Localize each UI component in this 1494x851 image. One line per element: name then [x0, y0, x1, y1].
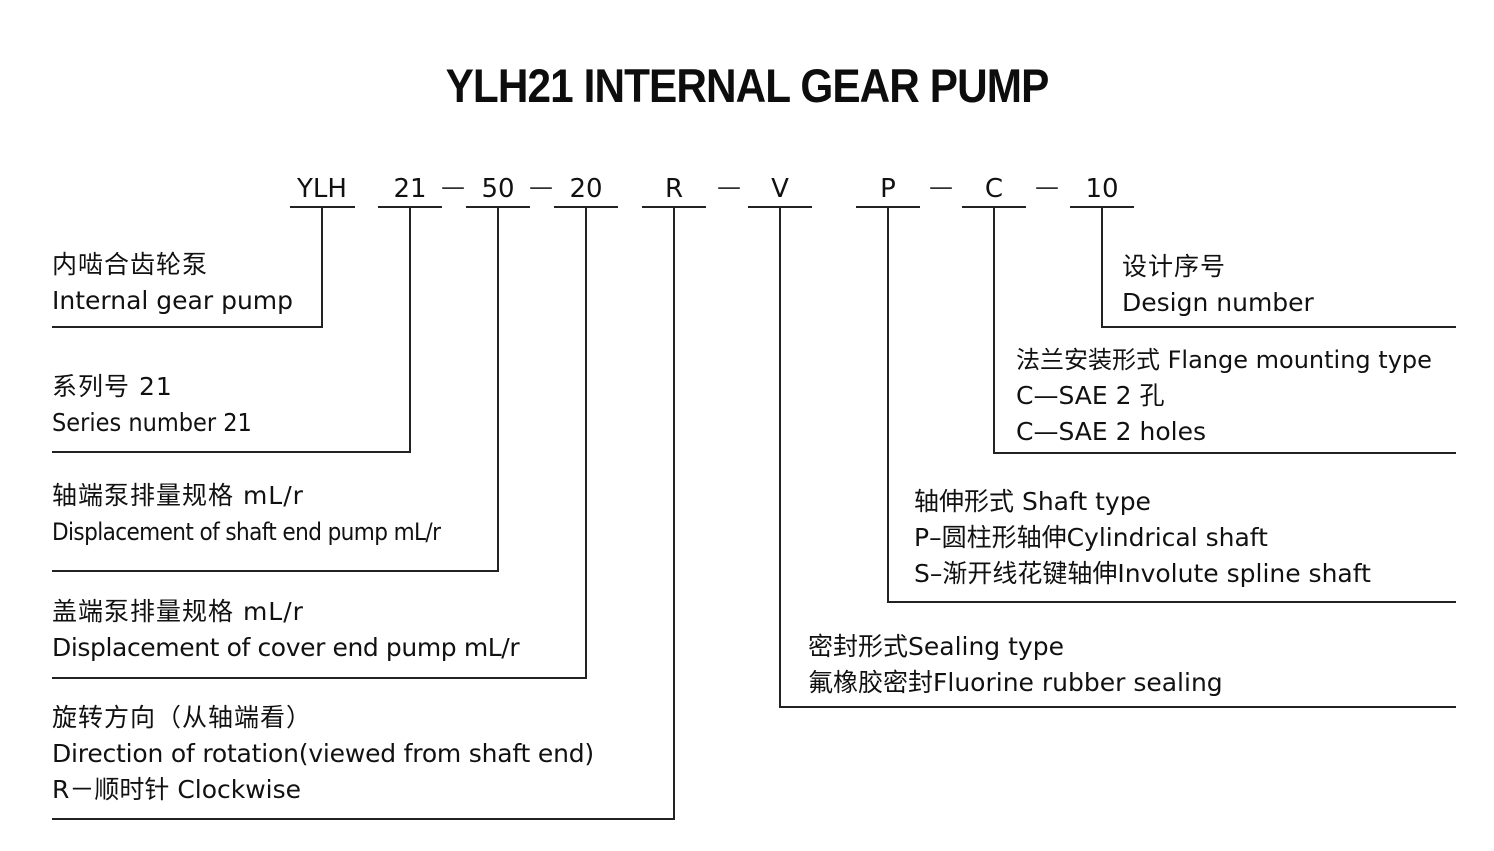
- connector-cover-disp: [52, 207, 587, 679]
- desc-rotation-en: Direction of rotation(viewed from shaft …: [52, 739, 594, 768]
- desc-rotation: 旋转方向（从轴端看） Direction of rotation(viewed …: [52, 700, 594, 808]
- desc-series-cn: 系列号 21: [52, 372, 173, 401]
- separator-2: —: [529, 173, 553, 201]
- desc-shaft-disp-cn: 轴端泵排量规格 mL/r: [52, 481, 304, 510]
- connector-series: [52, 207, 411, 453]
- connector-design: [1101, 207, 1456, 328]
- desc-design-en: Design number: [1122, 288, 1314, 317]
- desc-seal-line2: 氟橡胶密封Fluorine rubber sealing: [808, 668, 1223, 697]
- separator-4: —: [929, 173, 953, 201]
- code-rotation: R: [664, 174, 684, 204]
- desc-shaft-type: 轴伸形式 Shaft type P–圆柱形轴伸Cylindrical shaft…: [914, 484, 1371, 592]
- diagram-title: YLH21 INTERNAL GEAR PUMP: [445, 59, 1050, 112]
- connector-flange: [993, 207, 1456, 454]
- desc-cover-disp-en: Displacement of cover end pump mL/r: [52, 633, 520, 662]
- desc-series-en: Series number 21: [52, 408, 252, 437]
- desc-rotation-cn: 旋转方向（从轴端看）: [52, 703, 313, 732]
- desc-internal-gear: 内啮合齿轮泵 Internal gear pump: [52, 247, 293, 319]
- desc-seal: 密封形式Sealing type 氟橡胶密封Fluorine rubber se…: [808, 629, 1223, 701]
- desc-shaft-disp-en: Displacement of shaft end pump mL/r: [52, 518, 441, 546]
- connector-internal-gear: [52, 207, 323, 328]
- desc-shaft-title: 轴伸形式 Shaft type: [914, 487, 1151, 516]
- code-cover-disp: 20: [569, 174, 603, 204]
- code-ylh: YLH: [297, 174, 347, 204]
- desc-rotation-value: R－顺时针 Clockwise: [52, 775, 302, 804]
- desc-flange-title: 法兰安装形式 Flange mounting type: [1016, 346, 1432, 374]
- code-flange: C: [984, 174, 1004, 204]
- desc-design-cn: 设计序号: [1122, 252, 1227, 281]
- desc-cover-disp: 盖端泵排量规格 mL/r Displacement of cover end p…: [52, 594, 520, 666]
- desc-design: 设计序号 Design number: [1122, 249, 1314, 321]
- desc-flange: 法兰安装形式 Flange mounting type C—SAE 2 孔 C—…: [1016, 342, 1432, 450]
- separator-5: —: [1035, 173, 1059, 201]
- desc-shaft-line3: S–渐开线花键轴伸Involute spline shaft: [914, 559, 1371, 588]
- desc-cover-disp-cn: 盖端泵排量规格 mL/r: [52, 597, 304, 626]
- desc-internal-gear-en: Internal gear pump: [52, 286, 294, 315]
- desc-internal-gear-cn: 内啮合齿轮泵: [52, 250, 209, 279]
- desc-flange-line2: C—SAE 2 孔: [1016, 381, 1165, 410]
- separator-3: —: [717, 173, 741, 201]
- connector-rotation: [52, 207, 675, 820]
- connector-shaft-disp: [52, 207, 499, 572]
- desc-series: 系列号 21 Series number 21: [52, 369, 252, 441]
- desc-seal-title: 密封形式Sealing type: [808, 632, 1064, 661]
- separator-1: —: [441, 173, 465, 201]
- desc-shaft-disp: 轴端泵排量规格 mL/r Displacement of shaft end p…: [52, 478, 441, 550]
- connector-seal: [779, 207, 1456, 708]
- desc-shaft-line2: P–圆柱形轴伸Cylindrical shaft: [914, 523, 1268, 552]
- code-shaft-disp: 50: [481, 174, 515, 204]
- desc-flange-line3: C—SAE 2 holes: [1016, 417, 1206, 446]
- code-shaft-type: P: [880, 174, 896, 204]
- code-series: 21: [393, 174, 427, 204]
- code-seal: V: [771, 174, 789, 204]
- connector-shaft: [887, 207, 1456, 603]
- code-design: 10: [1085, 174, 1119, 204]
